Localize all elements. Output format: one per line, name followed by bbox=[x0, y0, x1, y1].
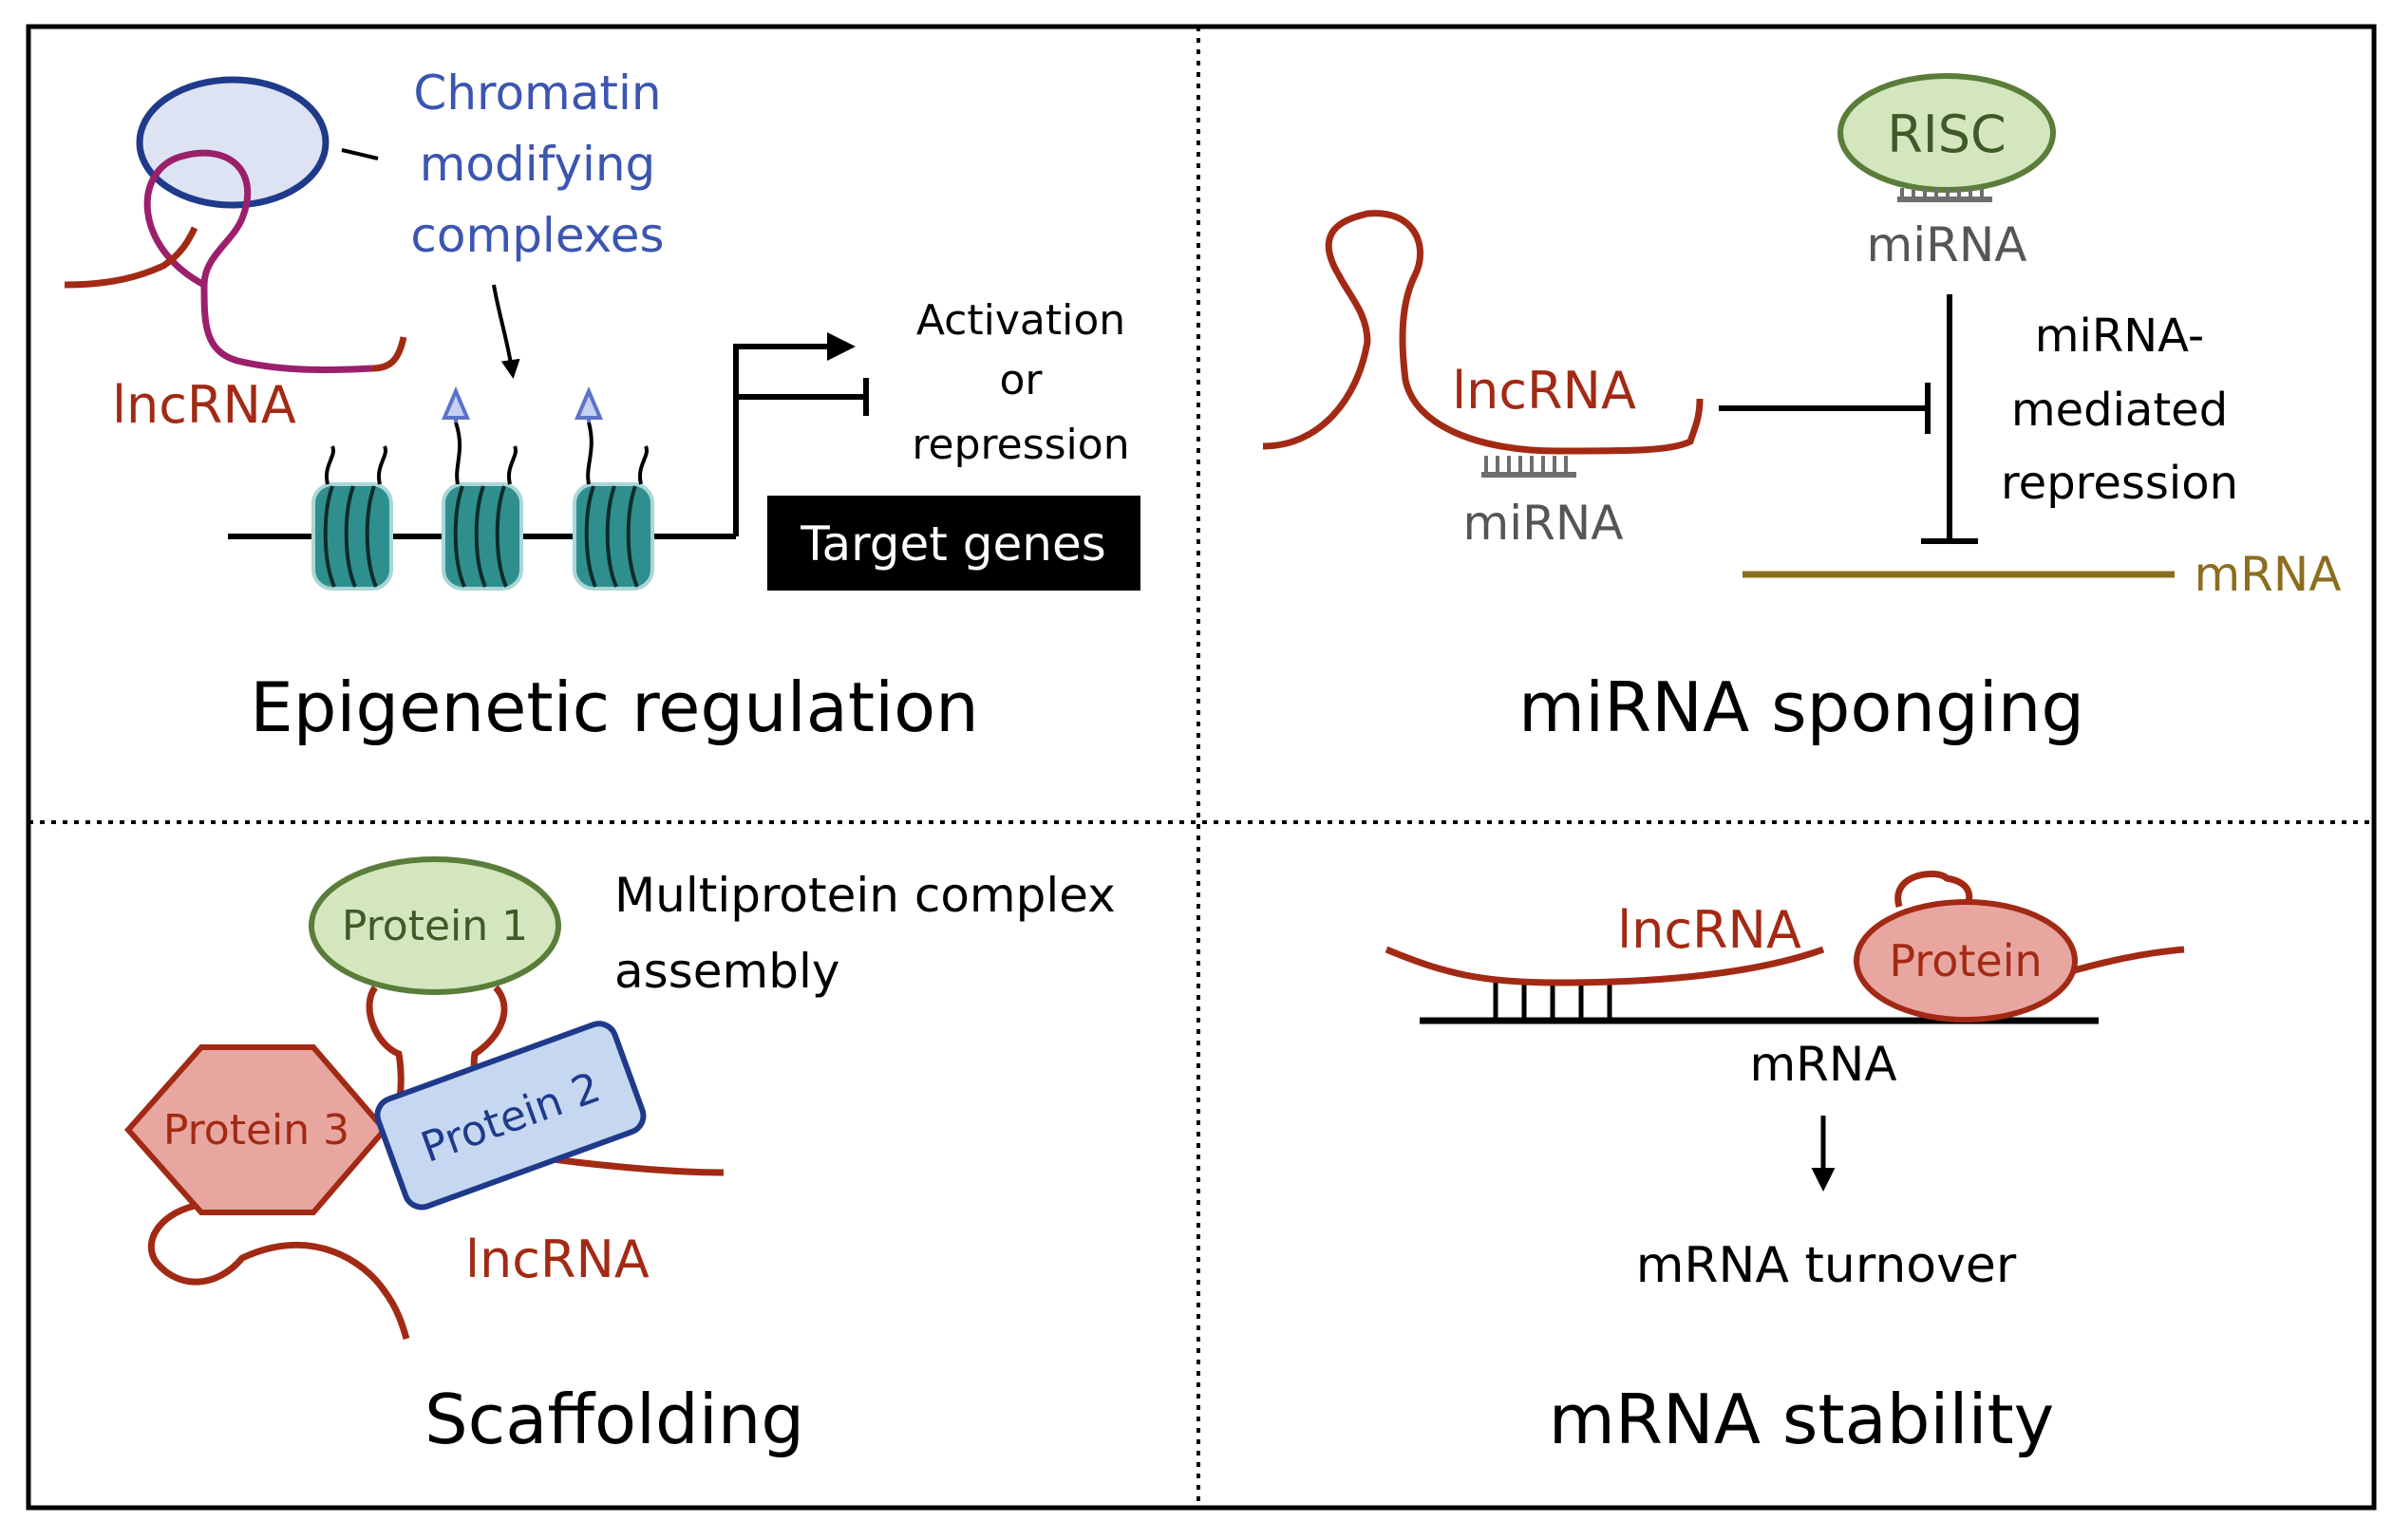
protein2-group: Protein 2 bbox=[374, 1021, 647, 1211]
repression-bar bbox=[736, 378, 869, 416]
protein-label: Protein bbox=[1889, 935, 2042, 986]
target-genes-label: Target genes bbox=[800, 516, 1106, 572]
panel-title-scaffolding: Scaffolding bbox=[424, 1380, 804, 1459]
mrna-label: mRNA bbox=[2194, 547, 2341, 602]
lncrna-strand bbox=[64, 226, 198, 289]
lncrna-sponge-strand bbox=[1262, 210, 1704, 455]
figure-frame bbox=[26, 24, 2377, 1511]
lncrna-label: lncRNA bbox=[112, 375, 296, 435]
complex-label-line-2: modifying bbox=[420, 137, 656, 192]
repression-label-line-2: mediated bbox=[2011, 384, 2228, 437]
protein1-shape bbox=[309, 856, 561, 995]
repression-label-line-3: repression bbox=[2001, 457, 2238, 510]
lncrna-stability-strand bbox=[1385, 946, 1825, 986]
mirna-bottom-label: miRNA bbox=[1463, 496, 1624, 551]
mirna-bound-icon bbox=[1481, 456, 1576, 478]
mrna-stability-label: mRNA bbox=[1749, 1037, 1896, 1092]
protein3-label: Protein 3 bbox=[163, 1106, 349, 1155]
histone-mark-icon bbox=[574, 385, 604, 423]
complex-label-line-3: complexes bbox=[410, 208, 664, 263]
panel-stability: Protein lncRNA mRNA mRNA turnover mRNA s… bbox=[1385, 870, 2185, 1459]
protein1-label: Protein 1 bbox=[342, 902, 528, 950]
activation-arrow bbox=[733, 332, 856, 536]
nucleosome-3 bbox=[573, 422, 654, 591]
panel-epigenetic: Chromatin modifying complexes lncRNA bbox=[64, 66, 1140, 747]
nucleosome-2 bbox=[442, 422, 523, 591]
chromatin-complex-shape bbox=[136, 76, 330, 209]
lncrna-scaffold-label: lncRNA bbox=[465, 1230, 650, 1289]
repression-label-line-1: miRNA- bbox=[2035, 310, 2204, 363]
nucleosome-1 bbox=[311, 445, 393, 591]
multiprotein-label-line-1: Multiprotein complex bbox=[614, 868, 1116, 923]
risc-repression-bar bbox=[1921, 294, 1978, 544]
protein-shape bbox=[1854, 899, 2078, 1023]
panel-scaffolding: Protein 1 Protein 3 Protein 2 Multiprote… bbox=[123, 856, 1116, 1459]
complex-leader-line bbox=[341, 148, 379, 160]
complex-label-line-1: Chromatin bbox=[413, 66, 661, 121]
multiprotein-label-line-2: assembly bbox=[614, 944, 839, 999]
lncrna-tail-magenta bbox=[200, 284, 373, 373]
lncrna-binding-loop bbox=[143, 149, 252, 289]
protein2-shape bbox=[374, 1021, 647, 1211]
panel-title-epigenetic: Epigenetic regulation bbox=[250, 667, 979, 747]
histone-mark-icon bbox=[441, 385, 471, 423]
outcome-label-line-3: repression bbox=[912, 421, 1129, 469]
sponge-inhibition-bar bbox=[1719, 383, 1931, 434]
lncrna-scaffold-strand bbox=[147, 1202, 410, 1341]
lncrna-sponge-label: lncRNA bbox=[1452, 361, 1636, 421]
lncrna-stability-label: lncRNA bbox=[1617, 900, 1801, 960]
target-genes-box bbox=[767, 496, 1140, 591]
risc-label: RISC bbox=[1887, 104, 2006, 164]
panel-title-sponging: miRNA sponging bbox=[1518, 667, 2084, 747]
lncrna-strand-tail bbox=[371, 336, 407, 372]
base-pairing-marks bbox=[1493, 983, 1612, 1021]
outcome-label-line-2: or bbox=[999, 356, 1043, 404]
turnover-label: mRNA turnover bbox=[1636, 1237, 2017, 1294]
lncrna-protein-loop bbox=[1894, 870, 1973, 910]
complex-arrow bbox=[492, 284, 520, 379]
panel-title-stability: mRNA stability bbox=[1549, 1380, 2055, 1459]
mirna-top-label: miRNA bbox=[1867, 217, 2027, 272]
outcome-label-line-1: Activation bbox=[916, 296, 1125, 345]
panel-sponging: RISC miRNA lncRNA miRNA miRNA- mediated … bbox=[1262, 73, 2342, 747]
mirna-top-icon bbox=[1897, 188, 1992, 202]
